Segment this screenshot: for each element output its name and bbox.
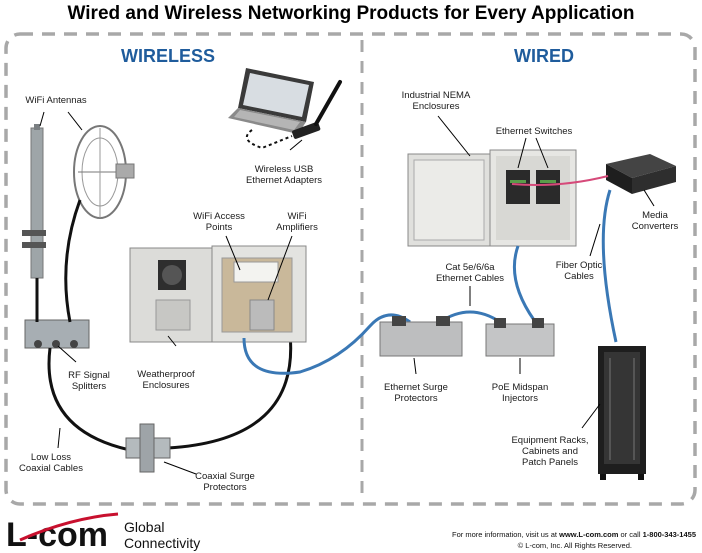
ethernet-cable (601, 189, 618, 343)
coax-cable (64, 199, 82, 323)
nema-enclosure-icon (407, 149, 577, 247)
coax-cable (167, 333, 293, 450)
rf-signal-splitter-icon (24, 319, 90, 349)
usb-connection-arrow (245, 129, 293, 150)
wireless-usb-adapter-icon (292, 80, 342, 139)
brand-tagline-2: Connectivity (124, 535, 200, 551)
footer-site-link[interactable]: www.L-com.com (558, 530, 619, 539)
weatherproof-enclosure-icon (129, 245, 307, 343)
wireless-heading: WIRELESS (121, 46, 215, 66)
grid-antenna-icon (73, 125, 135, 219)
ethernet-cable (512, 245, 536, 321)
media-converter-icon (606, 154, 676, 194)
coax-cable (47, 347, 131, 452)
ethernet-surge-protector-icon (379, 316, 463, 357)
equipment-rack-icon (598, 346, 646, 480)
footer-phone: 1-800-343-1455 (643, 530, 696, 539)
wired-heading: WIRED (514, 46, 574, 66)
label-wifi-antennas: WiFi Antennas (25, 95, 86, 106)
laptop-icon (228, 68, 314, 134)
footer-copyright: © L-com, Inc. All Rights Reserved. (518, 541, 632, 550)
svg-text:L-com: L-com (6, 516, 108, 553)
label-ethernet-switches: Ethernet Switches (496, 126, 573, 137)
omni-antenna-icon (22, 124, 46, 279)
brand-tagline-1: Global (124, 519, 164, 535)
diagram-title: Wired and Wireless Networking Products f… (68, 3, 635, 24)
poe-midspan-injector-icon (485, 318, 555, 357)
lcom-logo: L-com (6, 512, 119, 553)
coaxial-surge-protector-icon (125, 423, 171, 473)
outer-dashed-frame (4, 32, 697, 506)
fiber-optic-cable (511, 175, 609, 186)
footer-info: For more information, visit us at www.L-… (452, 530, 696, 539)
ethernet-cable (242, 313, 411, 375)
